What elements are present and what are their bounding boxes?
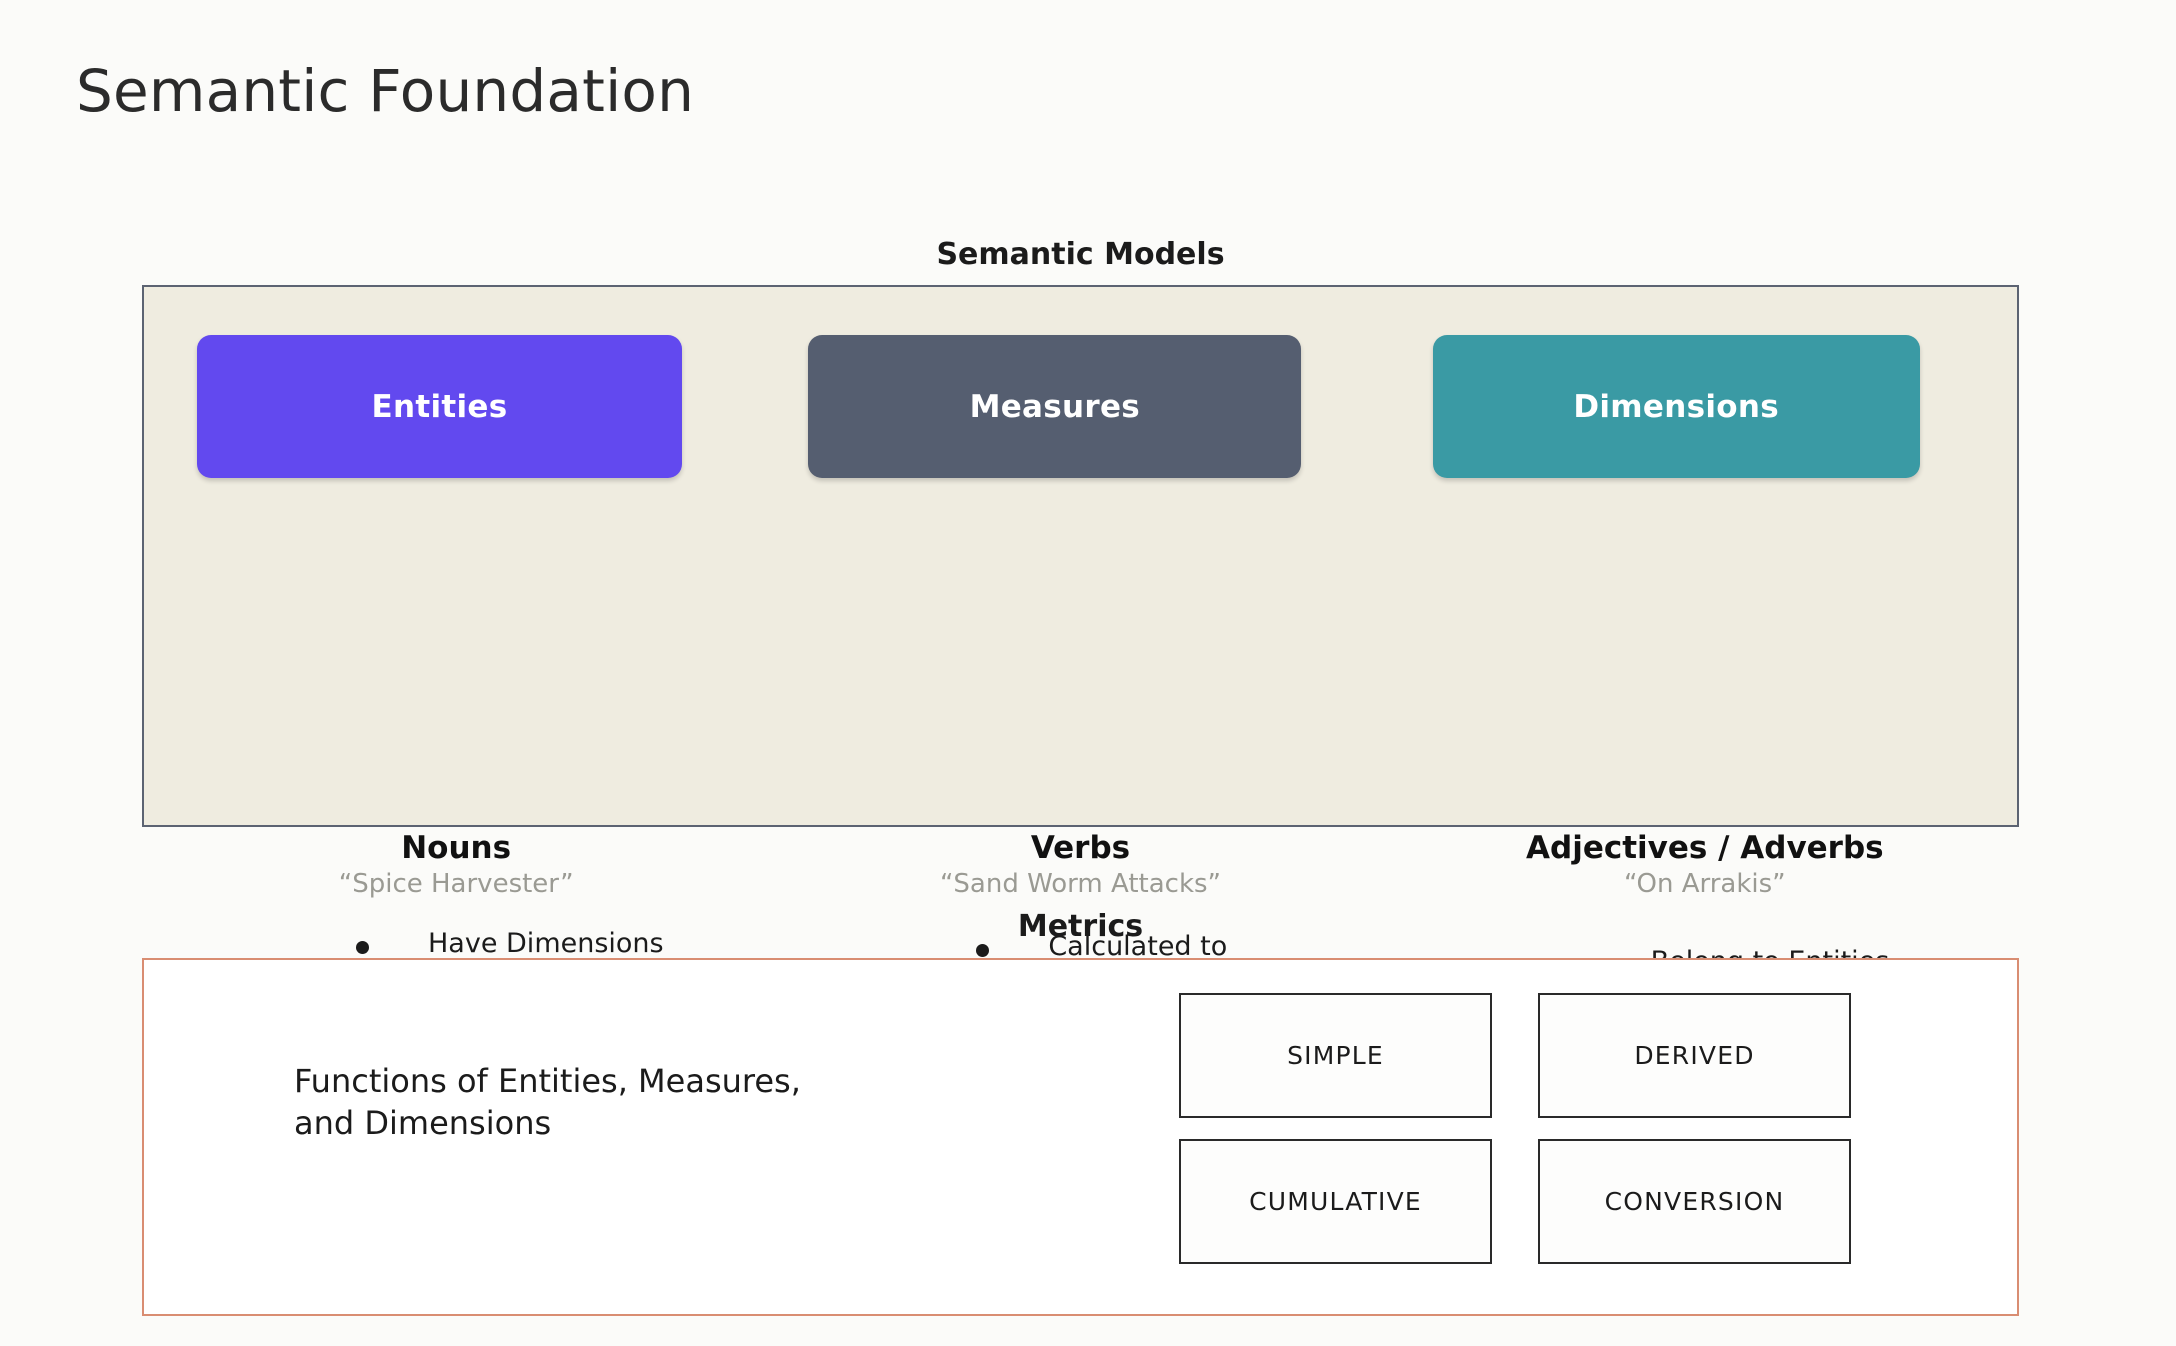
dimensions-part-of-speech-block: Adjectives / Adverbs “On Arrakis”	[1393, 831, 2017, 900]
semantic-column-measures: Measures Verbs “Sand Worm Attacks” Calcu…	[768, 287, 1392, 993]
semantic-models-columns: Entities Nouns “Spice Harvester” Have Di…	[144, 287, 2017, 1010]
dimensions-part-of-speech: Adjectives / Adverbs	[1526, 830, 1884, 866]
metrics-type-grid: SIMPLE DERIVED CUMULATIVE CONVERSION	[1179, 993, 1851, 1264]
metrics-heading: Metrics	[1017, 909, 1144, 944]
metric-type-derived[interactable]: DERIVED	[1538, 993, 1851, 1118]
entities-part-of-speech: Nouns	[401, 830, 512, 866]
list-item: Have Dimensions	[356, 928, 664, 960]
semantic-models-heading: Semantic Models	[936, 237, 1225, 272]
entities-part-of-speech-block: Nouns “Spice Harvester”	[144, 831, 768, 900]
measures-example: “Sand Worm Attacks”	[939, 868, 1222, 899]
metric-type-cumulative[interactable]: CUMULATIVE	[1179, 1139, 1492, 1264]
measures-part-of-speech: Verbs	[1030, 830, 1131, 866]
page-title: Semantic Foundation	[76, 57, 695, 125]
metrics-description: Functions of Entities, Measures, and Dim…	[294, 1062, 801, 1143]
measures-part-of-speech-block: Verbs “Sand Worm Attacks”	[768, 831, 1392, 900]
metric-type-conversion[interactable]: CONVERSION	[1538, 1139, 1851, 1264]
dimensions-example: “On Arrakis”	[1623, 868, 1786, 899]
metric-type-simple[interactable]: SIMPLE	[1179, 993, 1492, 1118]
semantic-column-dimensions: Dimensions Adjectives / Adverbs “On Arra…	[1393, 287, 2017, 1010]
entities-pill[interactable]: Entities	[197, 335, 682, 478]
dimensions-pill[interactable]: Dimensions	[1432, 335, 1920, 478]
semantic-column-entities: Entities Nouns “Spice Harvester” Have Di…	[144, 287, 768, 992]
measures-pill[interactable]: Measures	[808, 335, 1302, 478]
metrics-panel: Functions of Entities, Measures, and Dim…	[142, 958, 2019, 1316]
semantic-models-panel: Entities Nouns “Spice Harvester” Have Di…	[142, 285, 2019, 1010]
entities-example: “Spice Harvester”	[338, 868, 574, 899]
